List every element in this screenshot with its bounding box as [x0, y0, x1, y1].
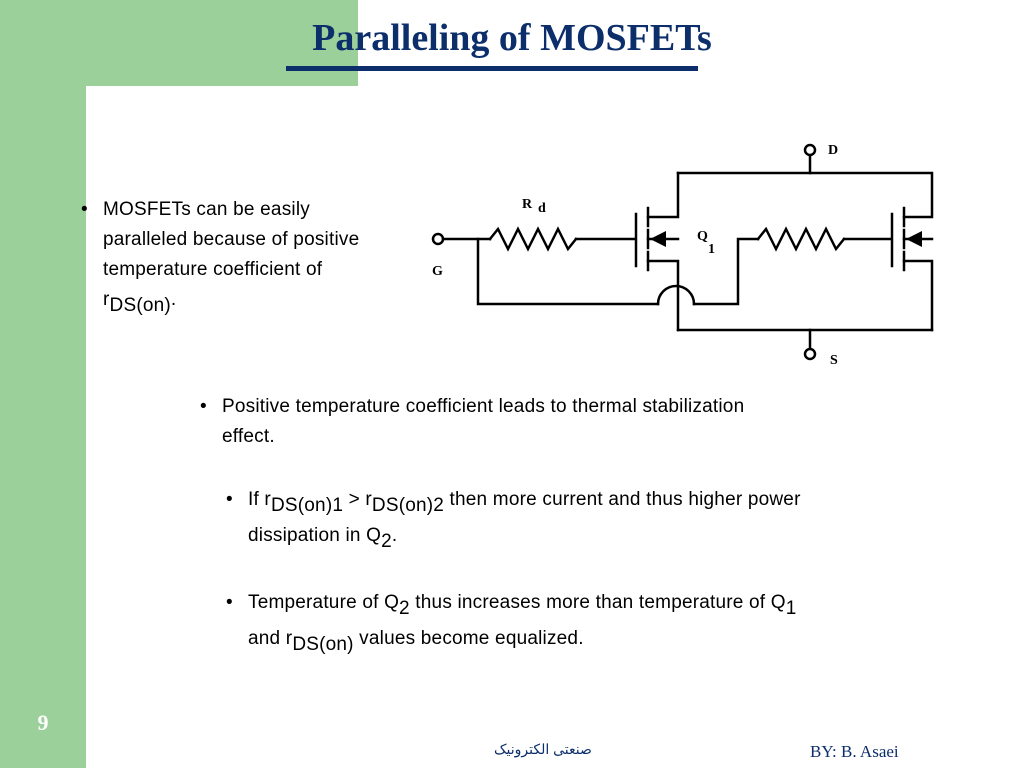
bullet-text: and r [248, 628, 293, 649]
parallel-mosfet-circuit: D S G R d Q 1 [431, 143, 934, 368]
title-underline [286, 66, 698, 71]
gate-terminal [431, 232, 445, 246]
content-corner [86, 86, 146, 146]
bullet-text: > r [343, 489, 372, 510]
label-transistor: Q [697, 229, 708, 244]
footer-author: BY: B. Asaei [810, 742, 899, 761]
source-terminal [803, 347, 817, 361]
drain-rail [676, 171, 934, 219]
label-transistor-sub: 1 [708, 242, 715, 257]
q1-body-arrow [650, 231, 666, 247]
bullet-marker: • [226, 592, 233, 613]
q2-source-lead [902, 259, 934, 332]
q1-drain-lead [646, 171, 680, 219]
gate-bus [476, 237, 660, 306]
bullet-text: values become equalized. [353, 628, 584, 649]
bullet-text: then more current and thus higher power … [248, 489, 801, 546]
bullet-mosfet-parallel: • MOSFETs can be easily paralleled becau… [81, 195, 393, 316]
bullet-temperature-equalized: • Temperature of Q2 thus increases more … [226, 585, 808, 657]
bullet-thermal-stabilization: • Positive temperature coefficient leads… [200, 392, 802, 452]
subscript: DS(on)2 [371, 495, 445, 516]
bullet-marker: • [226, 489, 233, 510]
q1-source-lead [646, 259, 680, 332]
label-source: S [830, 353, 838, 368]
subscript: DS(on) [292, 634, 354, 655]
slide-title: Paralleling of MOSFETs [312, 17, 712, 59]
slide-number: 9 [37, 710, 49, 735]
bullet-text: . [170, 289, 177, 310]
bullet-marker: • [200, 396, 207, 417]
q2-body-arrow [906, 231, 922, 247]
jumper-arc [656, 284, 696, 306]
bullet-text: MOSFETs can be easily paralleled because… [103, 199, 360, 310]
footer-course-title: صنعتی الکترونیک [494, 741, 592, 757]
subscript: DS(on)1 [270, 495, 344, 516]
resistor-rd [488, 226, 578, 252]
bullet-text: . [391, 525, 398, 546]
bullet-text: thus increases more than temperature of … [409, 592, 786, 613]
side-band-left [0, 0, 86, 768]
label-drain: D [828, 143, 838, 158]
bullet-text: If r [248, 489, 271, 510]
gate-bus-right [692, 237, 760, 306]
subscript: 2 [381, 531, 392, 552]
bullet-text: Temperature of Q [248, 592, 400, 613]
subscript: 2 [399, 598, 410, 619]
drain-terminal [803, 143, 817, 157]
bullet-rds-comparison: • If rDS(on)1 > rDS(on)2 then more curre… [226, 482, 828, 554]
label-resistor: R [522, 197, 533, 212]
subscript: 1 [785, 598, 797, 619]
label-resistor-sub: d [538, 201, 546, 216]
resistor-right [756, 226, 846, 252]
subscript: DS(on) [109, 295, 171, 316]
bullet-marker: • [81, 199, 88, 220]
bullet-text: Positive temperature coefficient leads t… [222, 396, 745, 447]
label-gate: G [432, 264, 443, 279]
